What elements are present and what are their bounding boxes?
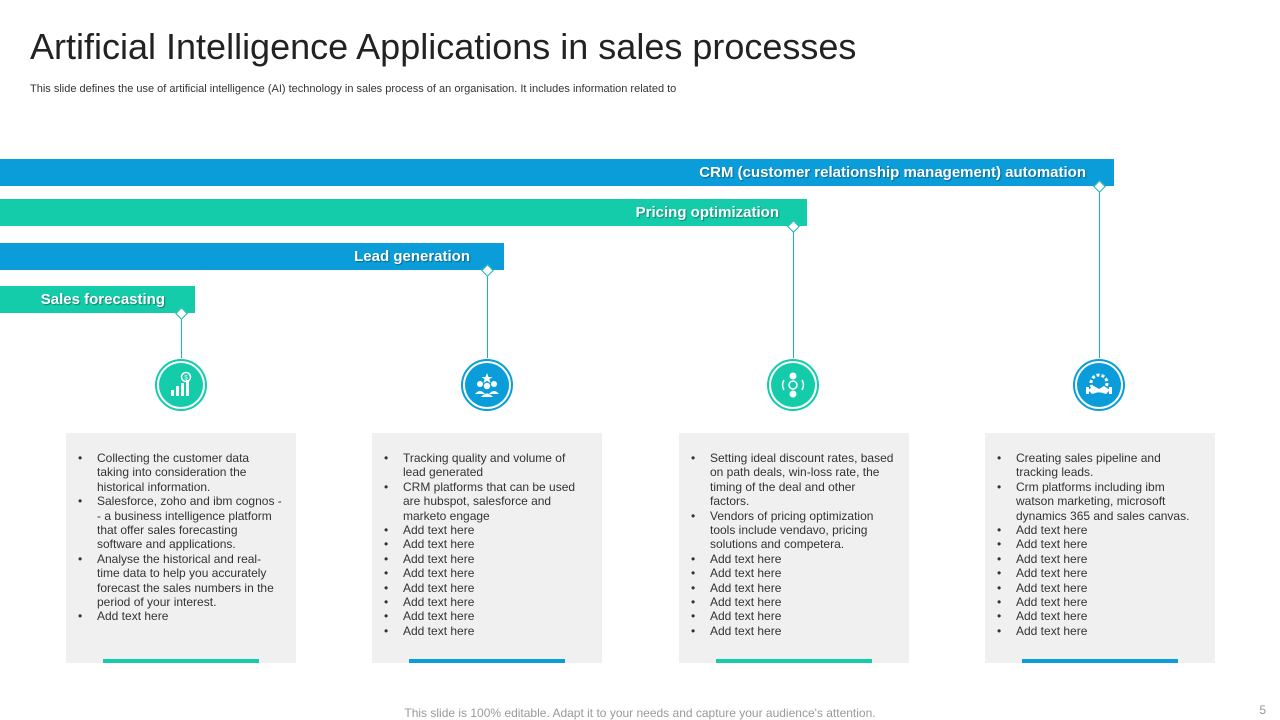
card-sales-forecasting: Collecting the customer data taking into… <box>66 433 296 663</box>
list-item: Vendors of pricing optimization tools in… <box>691 509 895 552</box>
list-item: Add text here <box>691 609 895 624</box>
list-item: Add text here <box>691 566 895 581</box>
card-accent-line <box>409 659 565 663</box>
list-item: Add text here <box>78 609 282 624</box>
connector-line <box>1099 186 1100 358</box>
list-item: Add text here <box>691 595 895 610</box>
list-item: Add text here <box>997 552 1201 567</box>
list-item: CRM platforms that can be used are hubsp… <box>384 480 588 523</box>
connector-line <box>487 270 488 358</box>
pricing-cycle-icon <box>767 359 819 411</box>
list-item: Analyse the historical and real-time dat… <box>78 552 282 610</box>
bullet-list: Setting ideal discount rates, based on p… <box>691 451 895 639</box>
card-accent-line <box>1022 659 1178 663</box>
card-lead-generation: Tracking quality and volume of lead gene… <box>372 433 602 663</box>
list-item: Add text here <box>997 523 1201 538</box>
list-item: Add text here <box>997 609 1201 624</box>
svg-text:$: $ <box>184 376 188 382</box>
list-item: Add text here <box>384 537 588 552</box>
bullet-list: Collecting the customer data taking into… <box>78 451 282 624</box>
page-number: 5 <box>1259 703 1266 717</box>
list-item: Crm platforms including ibm watson marke… <box>997 480 1201 523</box>
list-item: Add text here <box>997 595 1201 610</box>
list-item: Add text here <box>691 581 895 596</box>
list-item: Add text here <box>997 624 1201 639</box>
list-item: Add text here <box>384 523 588 538</box>
bar-pricing-optimization: Pricing optimization <box>0 199 807 226</box>
card-pricing-optimization: Setting ideal discount rates, based on p… <box>679 433 909 663</box>
bar-sales-forecasting: Sales forecasting <box>0 286 195 313</box>
list-item: Add text here <box>997 537 1201 552</box>
handshake-gear-icon <box>1073 359 1125 411</box>
card-accent-line <box>716 659 872 663</box>
list-item: Add text here <box>384 624 588 639</box>
list-item: Add text here <box>691 552 895 567</box>
list-item: Add text here <box>384 595 588 610</box>
team-rating-icon <box>461 359 513 411</box>
list-item: Add text here <box>384 566 588 581</box>
bar-lead-generation: Lead generation <box>0 243 504 270</box>
bar-label: Sales forecasting <box>40 291 165 308</box>
connector-line <box>181 313 182 358</box>
list-item: Add text here <box>384 552 588 567</box>
bar-crm-automation: CRM (customer relationship management) a… <box>0 159 1114 186</box>
card-crm-automation: Creating sales pipeline and tracking lea… <box>985 433 1215 663</box>
sales-growth-icon: $ <box>155 359 207 411</box>
bullet-list: Tracking quality and volume of lead gene… <box>384 451 588 639</box>
card-accent-line <box>103 659 259 663</box>
bar-label: CRM (customer relationship management) a… <box>699 164 1086 181</box>
list-item: Collecting the customer data taking into… <box>78 451 282 494</box>
list-item: Setting ideal discount rates, based on p… <box>691 451 895 509</box>
footer-note: This slide is 100% editable. Adapt it to… <box>404 706 876 720</box>
list-item: Add text here <box>997 581 1201 596</box>
list-item: Creating sales pipeline and tracking lea… <box>997 451 1201 480</box>
list-item: Add text here <box>691 624 895 639</box>
list-item: Tracking quality and volume of lead gene… <box>384 451 588 480</box>
list-item: Add text here <box>384 581 588 596</box>
list-item: Add text here <box>997 566 1201 581</box>
bullet-list: Creating sales pipeline and tracking lea… <box>997 451 1201 639</box>
list-item: Add text here <box>384 609 588 624</box>
bar-label: Pricing optimization <box>635 204 779 221</box>
bar-label: Lead generation <box>354 248 470 265</box>
page-subtitle: This slide defines the use of artificial… <box>30 83 677 95</box>
connector-line <box>793 226 794 358</box>
list-item: Salesforce, zoho and ibm cognos -- a bus… <box>78 494 282 552</box>
page-title: Artificial Intelligence Applications in … <box>30 26 857 67</box>
